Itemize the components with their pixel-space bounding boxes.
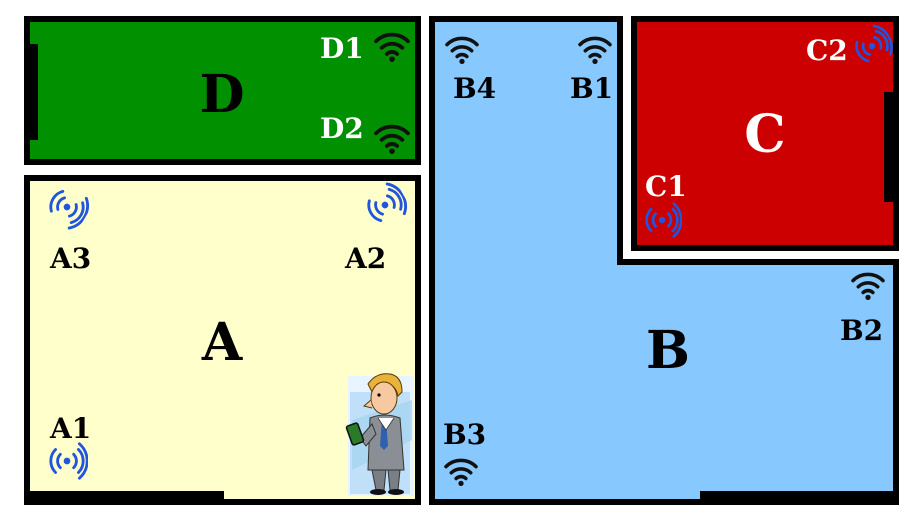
ap-label-b2: B2 [840, 314, 883, 347]
ap-label-b4: B4 [453, 72, 496, 105]
door-a [24, 491, 224, 505]
ap-label-a3: A3 [49, 242, 91, 275]
ap-label-d2: D2 [320, 112, 364, 145]
ap-label-a1: A1 [49, 412, 91, 445]
door-c [884, 92, 898, 202]
ap-label-a2: A2 [344, 242, 386, 275]
ap-label-c2: C2 [806, 34, 848, 67]
room-label-c: C [744, 104, 785, 165]
room-b [429, 16, 899, 505]
ap-label-b3: B3 [443, 418, 486, 451]
door-d [24, 44, 38, 140]
ap-label-b1: B1 [570, 72, 613, 105]
room-label-b: B [646, 320, 690, 381]
ap-label-d1: D1 [320, 32, 364, 65]
person-with-phone-icon [345, 373, 414, 496]
ap-label-c1: C1 [645, 170, 687, 203]
room-label-a: A [201, 312, 243, 373]
door-b [700, 491, 899, 505]
room-label-d: D [199, 64, 244, 125]
